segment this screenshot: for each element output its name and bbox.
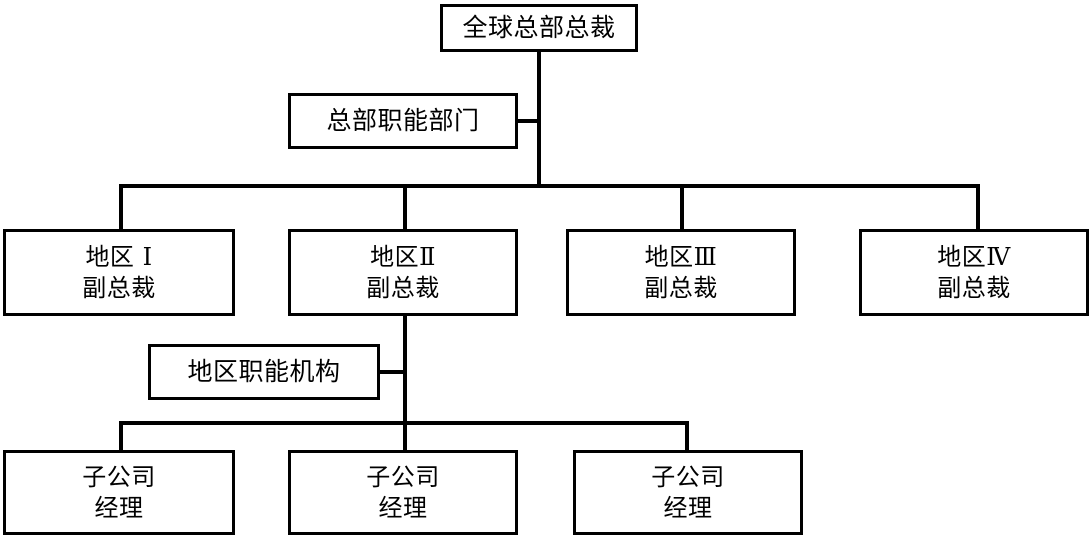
connector-hq-staff-stub	[518, 119, 539, 123]
node-hq-functional-department[interactable]: 总部职能部门	[288, 93, 518, 149]
connector-region-bus	[119, 184, 980, 188]
connector-region-2-trunk	[403, 316, 407, 425]
node-label-line-2: 副总裁	[82, 273, 156, 302]
node-region-3-vice-president[interactable]: 地区Ⅲ 副总裁	[566, 229, 796, 316]
node-label-line-1: 地区Ⅲ	[644, 242, 718, 271]
connector-ceo-trunk	[537, 52, 541, 186]
node-label-line-2: 经理	[663, 493, 713, 522]
node-label-line-1: 子公司	[366, 462, 440, 491]
node-label-line-2: 副总裁	[937, 273, 1011, 302]
node-subsidiary-1-manager[interactable]: 子公司 经理	[3, 450, 235, 535]
node-regional-functional-unit[interactable]: 地区职能机构	[148, 344, 380, 400]
node-label-line-1: 地区Ⅱ	[370, 242, 436, 271]
node-label-line-2: 副总裁	[366, 273, 440, 302]
connector-drop-region-2	[403, 184, 407, 230]
connector-drop-region-1	[119, 184, 123, 230]
node-label-line-2: 副总裁	[644, 273, 718, 302]
node-label-line-2: 经理	[94, 493, 144, 522]
connector-drop-region-4	[976, 184, 980, 230]
connector-drop-region-3	[680, 184, 684, 230]
node-region-4-vice-president[interactable]: 地区Ⅳ 副总裁	[859, 229, 1089, 316]
node-label: 总部职能部门	[326, 106, 480, 135]
connector-region-staff-stub	[380, 370, 404, 374]
node-label: 地区职能机构	[187, 357, 341, 386]
connector-drop-subsidiary-3	[685, 421, 689, 453]
connector-drop-subsidiary-2	[403, 421, 407, 453]
connector-drop-subsidiary-1	[119, 421, 123, 453]
node-label-line-2: 经理	[378, 493, 428, 522]
node-region-2-vice-president[interactable]: 地区Ⅱ 副总裁	[288, 229, 518, 316]
node-label-line-1: 地区Ⅳ	[937, 242, 1011, 271]
node-label: 全球总部总裁	[462, 13, 616, 42]
node-label-line-1: 子公司	[651, 462, 725, 491]
node-region-1-vice-president[interactable]: 地区 Ⅰ 副总裁	[3, 229, 235, 316]
node-label-line-1: 子公司	[82, 462, 156, 491]
node-global-hq-president[interactable]: 全球总部总裁	[440, 4, 638, 52]
node-subsidiary-2-manager[interactable]: 子公司 经理	[288, 450, 518, 535]
node-subsidiary-3-manager[interactable]: 子公司 经理	[573, 450, 803, 535]
node-label-line-1: 地区 Ⅰ	[85, 242, 153, 271]
